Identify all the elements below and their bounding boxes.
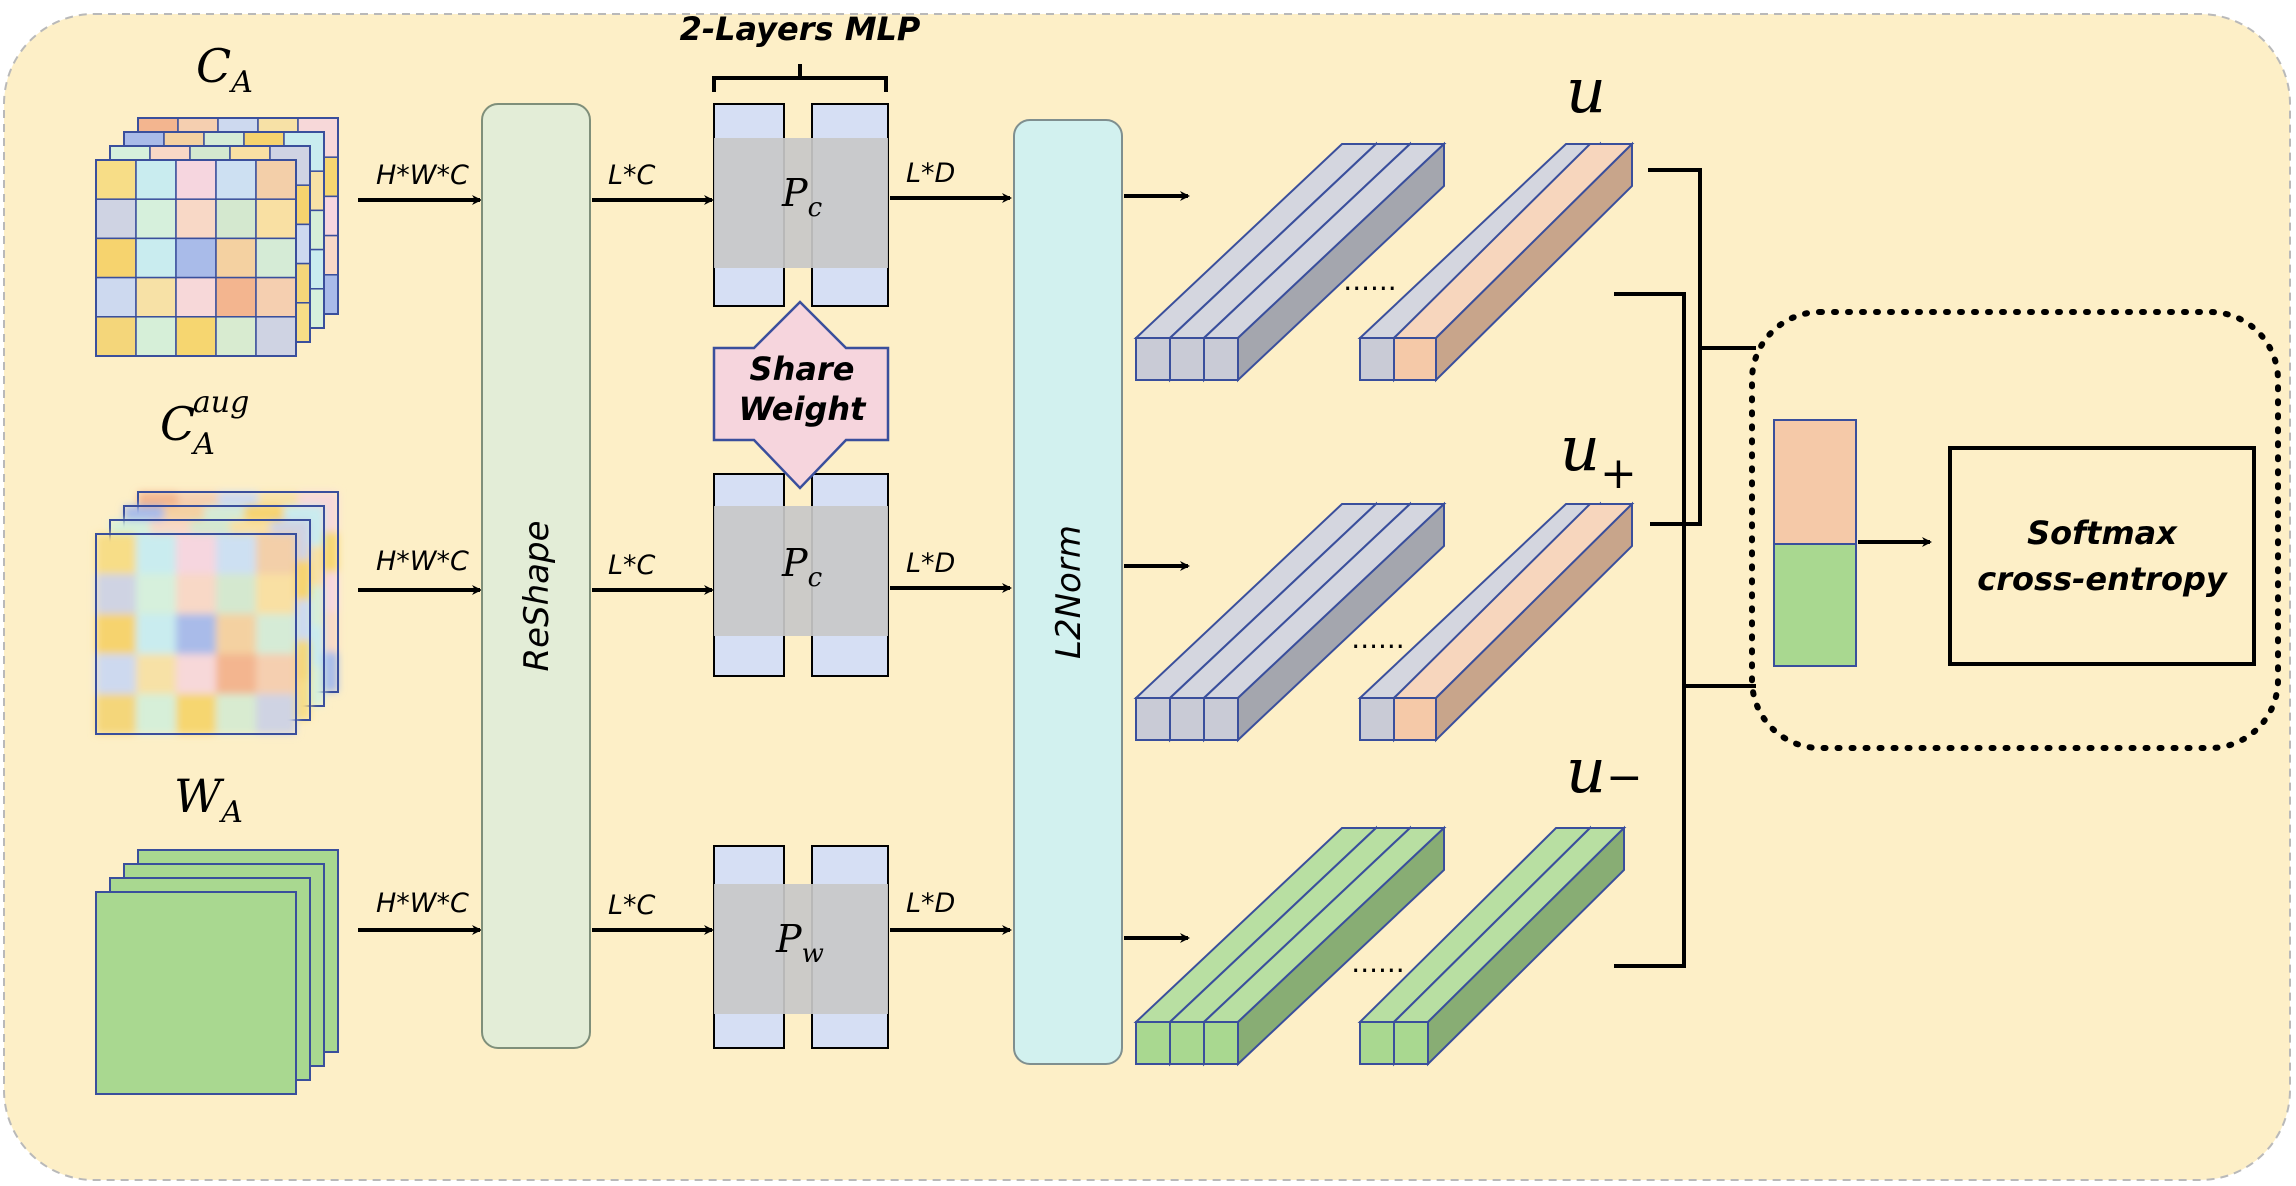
reshape-block	[481, 103, 591, 1049]
ellipsis-2: ......	[1351, 622, 1404, 655]
mlp-block-2	[713, 473, 889, 677]
ellipsis-1: ......	[1343, 264, 1396, 297]
share-weight-label-line2: Weight	[739, 390, 868, 428]
proj-label-1: Pc	[781, 171, 823, 223]
bracket-u-plus-u-minus	[1614, 292, 1686, 968]
reshape-label: ReShape	[517, 520, 557, 671]
dims-label-mid-3: L*C	[608, 890, 656, 921]
mlp-block-3	[713, 845, 889, 1049]
softmax-label-line2: cross-entropy	[1977, 560, 2228, 598]
softmax-box	[1948, 446, 2256, 666]
output-label-u: u	[1566, 54, 1606, 127]
share-weight-label-line1: Share	[750, 350, 855, 388]
feature-bars	[1133, 141, 1635, 1067]
dims-label-input-3: H*W*C	[376, 888, 469, 919]
softmax-label-line1: Softmax	[2027, 514, 2178, 552]
l2norm-label: L2Norm	[1049, 525, 1089, 659]
mlp-title: 2-Layers MLP	[680, 10, 921, 48]
mlp-block-1	[713, 103, 889, 307]
mlp-brace	[712, 64, 888, 92]
input-stack-ca-aug	[95, 491, 339, 735]
loss-region-outline	[1749, 309, 2281, 751]
similarity-positive	[1773, 419, 1857, 545]
dims-label-out-3: L*D	[906, 888, 955, 919]
proj-label-3: Pw	[775, 917, 824, 969]
input-label-ca-aug: CAaug	[160, 385, 249, 462]
l2norm-block	[1013, 119, 1123, 1065]
dims-label-out-1: L*D	[906, 158, 955, 189]
dims-label-input-2: H*W*C	[376, 546, 469, 577]
dims-label-input-1: H*W*C	[376, 160, 469, 191]
dims-label-out-2: L*D	[906, 548, 955, 579]
input-stack-ca	[95, 117, 339, 357]
input-label-wa: WA	[174, 769, 243, 830]
dims-label-mid-2: L*C	[608, 550, 656, 581]
output-label-u-plus: u+	[1560, 412, 1637, 499]
ellipsis-3: ......	[1351, 946, 1404, 979]
share-weight-arrow	[712, 300, 890, 490]
input-stack-wa	[95, 849, 339, 1095]
diagram-background	[3, 13, 2291, 1181]
similarity-negative	[1773, 543, 1857, 667]
output-label-u-minus: u−	[1566, 734, 1643, 807]
proj-label-2: Pc	[781, 541, 823, 593]
dims-label-mid-1: L*C	[608, 160, 656, 191]
input-label-ca: CA	[196, 39, 253, 100]
